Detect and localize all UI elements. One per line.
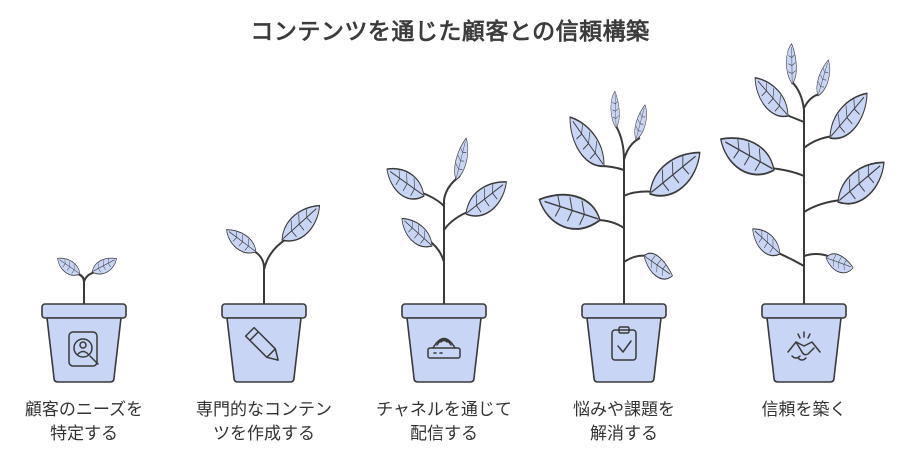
pencil-icon (244, 326, 279, 361)
plant-stage-5 (718, 42, 890, 383)
stage-4-caption: 悩みや課題を 解消する (536, 398, 712, 446)
person-search-icon (68, 331, 99, 367)
stage-4-label-line-2: 解消する (590, 424, 658, 444)
stage-1-label-line-1: 顧客のニーズを (24, 400, 144, 420)
plant-stage-1 (41, 256, 127, 383)
stage-3-caption: チャネルを通じて 配信する (356, 398, 532, 446)
handshake-icon (787, 331, 821, 361)
plant-stage-4 (538, 90, 706, 383)
router-icon (427, 337, 461, 359)
stage-1-caption: 顧客のニーズを 特定する (0, 398, 172, 446)
stage-2-label-line-1: 専門的なコンテン (196, 400, 332, 420)
diagram-title: コンテンツを通じた顧客との信頼構築 (250, 19, 650, 45)
stage-2-caption: 専門的なコンテン ツを作成する (176, 398, 352, 446)
stage-1-label-line-2: 特定する (50, 424, 118, 444)
clipboard-check-icon (611, 326, 637, 361)
stage-4-label-line-1: 悩みや課題を (573, 400, 675, 420)
stage-2-label-line-2: ツを作成する (213, 424, 315, 444)
stage-5-label-line-1: 信頼を築く (761, 400, 847, 420)
stage-3-label-line-1: チャネルを通じて (376, 400, 512, 420)
plant-stage-3 (384, 136, 511, 383)
stage-3-label-line-2: 配信する (410, 424, 478, 444)
plant-stage-2 (221, 202, 325, 383)
stage-5-caption: 信頼を築く (716, 398, 892, 422)
